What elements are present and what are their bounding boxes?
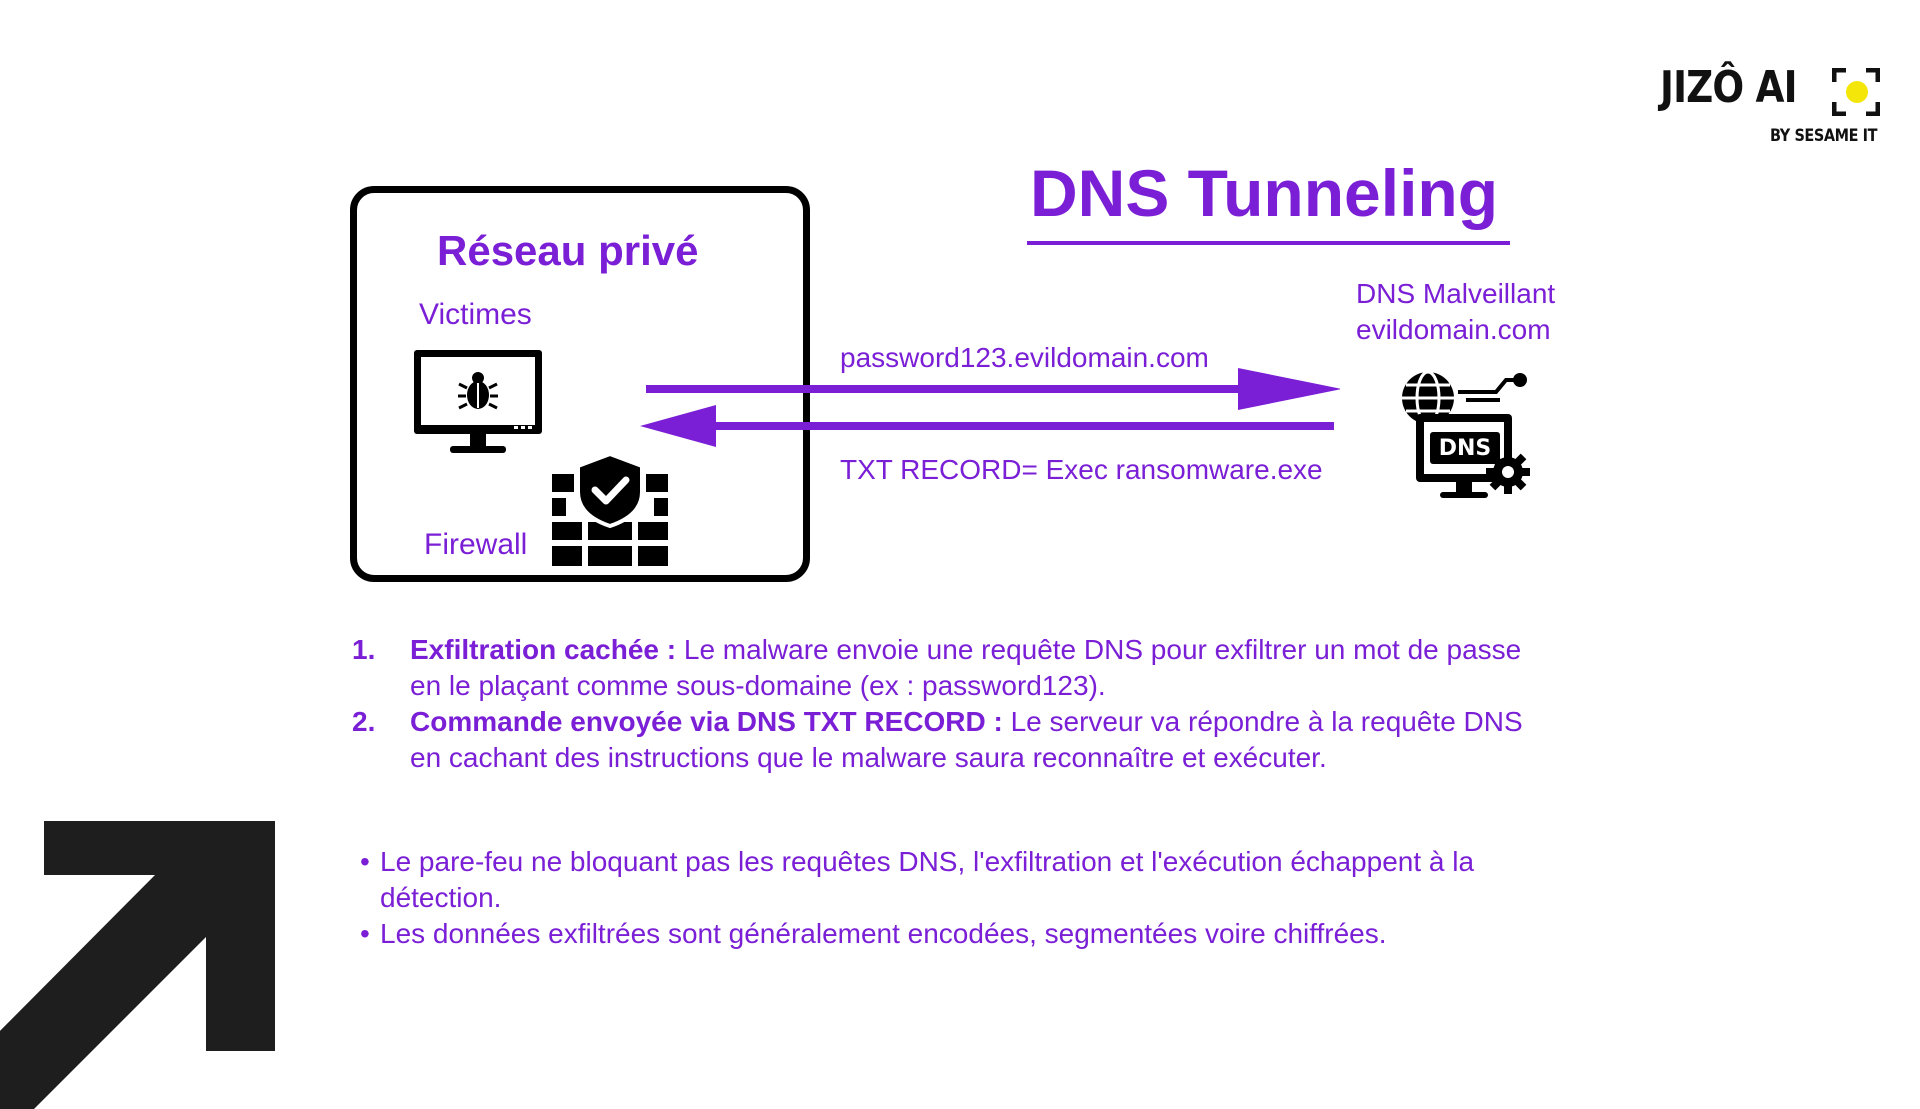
malicious-dns-label: DNS Malveillant evildomain.com	[1356, 276, 1555, 348]
query-label: password123.evildomain.com	[840, 342, 1209, 373]
step-heading: Commande envoyée via DNS TXT RECORD :	[410, 706, 1003, 737]
step-heading: Exfiltration cachée :	[410, 634, 677, 665]
bug-icon	[458, 372, 498, 410]
step-command: 2. Commande envoyée via DNS TXT RECORD :…	[350, 704, 1530, 776]
traffic-arrows	[640, 368, 1340, 447]
step-text: Le malware envoie une requête DNS pour e…	[410, 634, 1522, 701]
firewall-shield-icon	[552, 452, 668, 566]
infected-computer-icon	[414, 350, 542, 453]
step-text: Le serveur va répondre à la requête DNS …	[410, 706, 1523, 773]
steps-list: 1. Exfiltration cachée : Le malware envo…	[350, 632, 1530, 776]
step-number: 2.	[352, 706, 376, 737]
dns-server-name: DNS Malveillant	[1356, 278, 1556, 309]
victims-label: Victimes	[419, 298, 532, 331]
private-network-title: Réseau privé	[437, 227, 699, 274]
query-arrow	[646, 368, 1340, 410]
step-number: 1.	[352, 634, 376, 665]
firewall-label: Firewall	[424, 528, 528, 561]
response-label: TXT RECORD= Exec ransomware.exe	[840, 454, 1323, 485]
logo-subtitle: BY SESAME IT	[1770, 126, 1878, 146]
note-text: Les données exfiltrées sont généralement…	[380, 918, 1387, 949]
brand-logo: JIZÔ AI BY SESAME IT	[1660, 66, 1900, 156]
private-network-box	[350, 186, 810, 582]
note-item: •Le pare-feu ne bloquant pas les requête…	[360, 846, 1475, 913]
title-underline	[1027, 241, 1510, 245]
step-exfiltration: 1. Exfiltration cachée : Le malware envo…	[350, 632, 1530, 704]
globe-icon	[1402, 370, 1454, 426]
page-title: DNS Tunneling	[1030, 156, 1499, 230]
notes-list: •Le pare-feu ne bloquant pas les requête…	[358, 844, 1558, 952]
corner-arrow-icon	[0, 821, 275, 1109]
dns-icon-text: DNS	[1439, 436, 1492, 461]
note-text: Le pare-feu ne bloquant pas les requêtes…	[380, 846, 1475, 913]
dns-server-icon: DNS	[1402, 370, 1530, 498]
logo-focus-icon	[1832, 68, 1880, 116]
logo-brand-text: JIZÔ AI	[1660, 62, 1798, 113]
dns-server-domain: evildomain.com	[1356, 314, 1551, 345]
gear-icon	[1486, 450, 1530, 494]
response-arrow	[640, 405, 1334, 447]
note-item: •Les données exfiltrées sont généralemen…	[360, 918, 1387, 949]
